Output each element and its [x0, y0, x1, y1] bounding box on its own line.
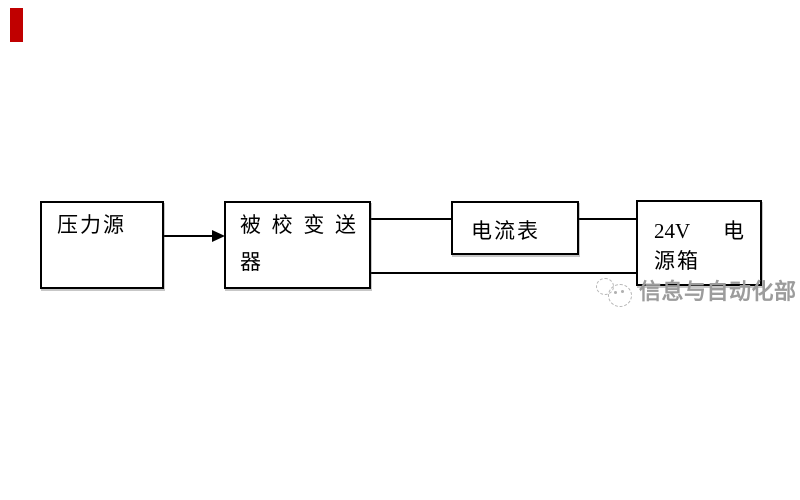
box-power-label-line1: 24V 电	[654, 219, 744, 243]
box-pressure-source-label: 压力源	[57, 213, 126, 237]
connector-pressure-to-transmitter	[164, 235, 214, 237]
box-transmitter-label-line2: 器	[240, 250, 263, 274]
box-power-supply-24v: 24V 电 源箱	[636, 200, 762, 286]
box-transmitter-label-line1: 被 校 变 送	[240, 213, 356, 237]
red-corner-mark	[10, 8, 23, 42]
connector-transmitter-to-ammeter	[371, 218, 451, 220]
arrowhead-icon	[212, 230, 225, 242]
connector-transmitter-to-power-bottom	[371, 272, 636, 274]
box-ammeter-label: 电流表	[471, 219, 540, 243]
box-transmitter-under-test: 被 校 变 送 器	[224, 201, 371, 289]
connector-ammeter-to-power	[579, 218, 636, 220]
watermark-text: 信息与自动化部	[639, 279, 797, 304]
watermark-logo-icon	[592, 276, 636, 308]
box-pressure-source: 压力源	[40, 201, 164, 289]
box-power-label-line2: 源箱	[654, 249, 700, 273]
box-ammeter: 电流表	[451, 201, 579, 255]
